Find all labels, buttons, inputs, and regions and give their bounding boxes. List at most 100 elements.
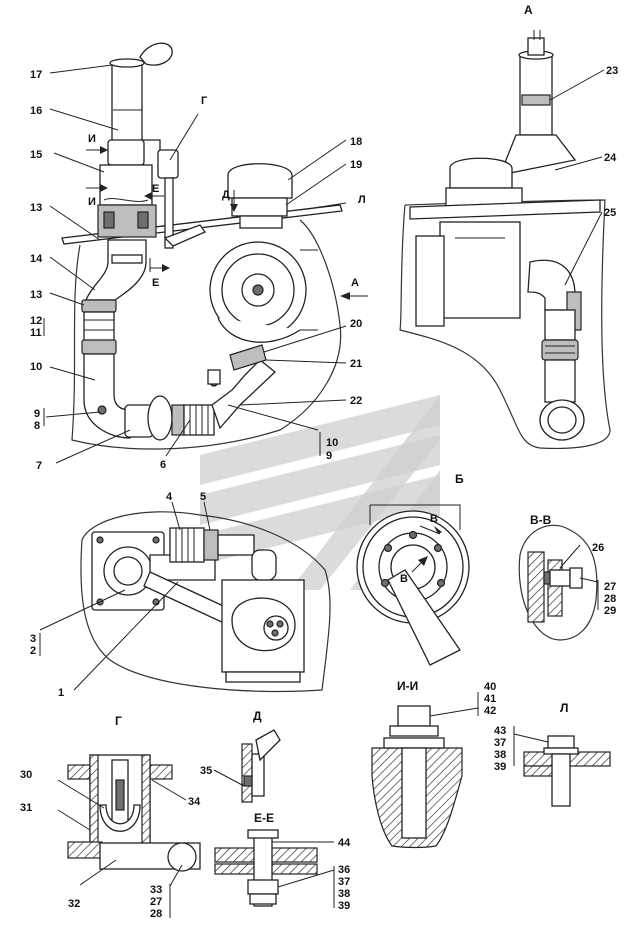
marker-v2: В: [400, 573, 408, 585]
callout-26: 26: [592, 542, 604, 554]
view-title-d: Д: [253, 709, 262, 723]
view-b-arm: [387, 569, 461, 666]
callout-29: 29: [604, 605, 616, 617]
marker-v1: В: [430, 513, 438, 525]
view-title-g: Г: [115, 714, 122, 728]
view-g-clip: [99, 804, 141, 832]
view-title-b: Б: [455, 472, 464, 486]
marker-a: А: [351, 277, 359, 289]
coupling-13: [81, 299, 117, 313]
filter-housing-15: [99, 164, 153, 206]
clamp-5: [203, 529, 219, 561]
view-d-plate: [241, 743, 253, 803]
bellows-4: [169, 527, 205, 563]
callout-42: 42: [484, 705, 496, 717]
marker-i-top: И: [88, 133, 96, 145]
callout-3: 3: [30, 633, 36, 645]
callout-2: 2: [30, 645, 36, 657]
callout-11: 11: [30, 327, 42, 339]
marker-l: Л: [358, 194, 366, 206]
callout-16: 16: [30, 105, 42, 117]
view-title-l: Л: [560, 701, 568, 715]
callout-41: 41: [484, 693, 496, 705]
marker-g: Г: [201, 95, 208, 107]
callout-4: 4: [166, 491, 173, 503]
callout-34: 34: [188, 796, 201, 808]
lower-left-view: [39, 501, 331, 693]
callout-27b: 27: [150, 896, 162, 908]
view-ii-bolt: [397, 705, 431, 727]
callout-1: 1: [58, 687, 64, 699]
hose-12: [83, 311, 115, 343]
callout-19: 19: [350, 159, 362, 171]
intake-pipe-17: [111, 62, 143, 144]
callout-25: 25: [604, 207, 616, 219]
view-g: [57, 754, 201, 918]
callout-43: 43: [494, 725, 506, 737]
clamp-g: [157, 149, 179, 179]
view-a: [399, 30, 611, 449]
marker-e-left: Е: [152, 277, 159, 289]
view-d: [213, 729, 281, 803]
intake-cap: [109, 58, 145, 68]
callout-28b: 28: [150, 908, 162, 920]
callout-21: 21: [350, 358, 362, 370]
callout-12: 12: [30, 315, 42, 327]
callout-13a: 13: [30, 202, 42, 214]
cleaner-cap-18: [227, 163, 293, 199]
callout-14: 14: [30, 253, 43, 265]
callout-22: 22: [350, 395, 362, 407]
callout-40: 40: [484, 681, 496, 693]
callout-18: 18: [350, 136, 362, 148]
hose-16: [107, 139, 145, 166]
view-ii: [371, 692, 479, 849]
callout-17: 17: [30, 69, 42, 81]
callout-5: 5: [200, 491, 206, 503]
view-l-bolt: [547, 735, 575, 749]
callout-38b: 38: [494, 749, 506, 761]
flange-7: [147, 395, 173, 441]
view-title-vv: В-В: [530, 513, 552, 527]
callout-37b: 37: [494, 737, 506, 749]
callout-9: 9: [34, 408, 40, 420]
callout-7: 7: [36, 460, 42, 472]
callout-31: 31: [20, 802, 32, 814]
pipe-10: [83, 353, 131, 439]
callout-39b: 39: [494, 761, 506, 773]
view-ee: [214, 829, 335, 908]
callout-32: 32: [68, 898, 80, 910]
view-g-top-plate-right: [149, 764, 173, 780]
callout-36: 36: [338, 864, 350, 876]
body-outline: [71, 219, 342, 450]
callout-38a: 38: [338, 888, 350, 900]
callout-37a: 37: [338, 876, 350, 888]
bellows-6: [183, 404, 215, 436]
cap-lever: [139, 42, 173, 66]
view-title-ii: И-И: [397, 679, 418, 693]
callout-33: 33: [150, 884, 162, 896]
view-vv: [518, 524, 599, 641]
callout-20: 20: [350, 318, 362, 330]
cleaner-body-19: [231, 197, 288, 217]
view-b: [356, 504, 470, 666]
view-vv-outline: [518, 524, 598, 641]
callout-30: 30: [20, 769, 32, 781]
callout-10b: 10: [326, 437, 338, 449]
callout-27a: 27: [604, 581, 616, 593]
hose-22: [211, 359, 276, 430]
callout-13b: 13: [30, 289, 42, 301]
callout-35: 35: [200, 765, 212, 777]
callout-24: 24: [604, 152, 617, 164]
main-view: [43, 42, 368, 464]
callout-6: 6: [160, 459, 166, 471]
view-l: [513, 726, 611, 807]
view-vv-plate: [527, 551, 545, 623]
clamp-11: [81, 339, 117, 355]
callout-10: 10: [30, 361, 42, 373]
marker-e-right: Е: [152, 183, 159, 195]
callout-39a: 39: [338, 900, 350, 912]
view-title-ee: Е-Е: [254, 811, 274, 825]
callout-9b: 9: [326, 450, 332, 462]
callout-8: 8: [34, 420, 40, 432]
